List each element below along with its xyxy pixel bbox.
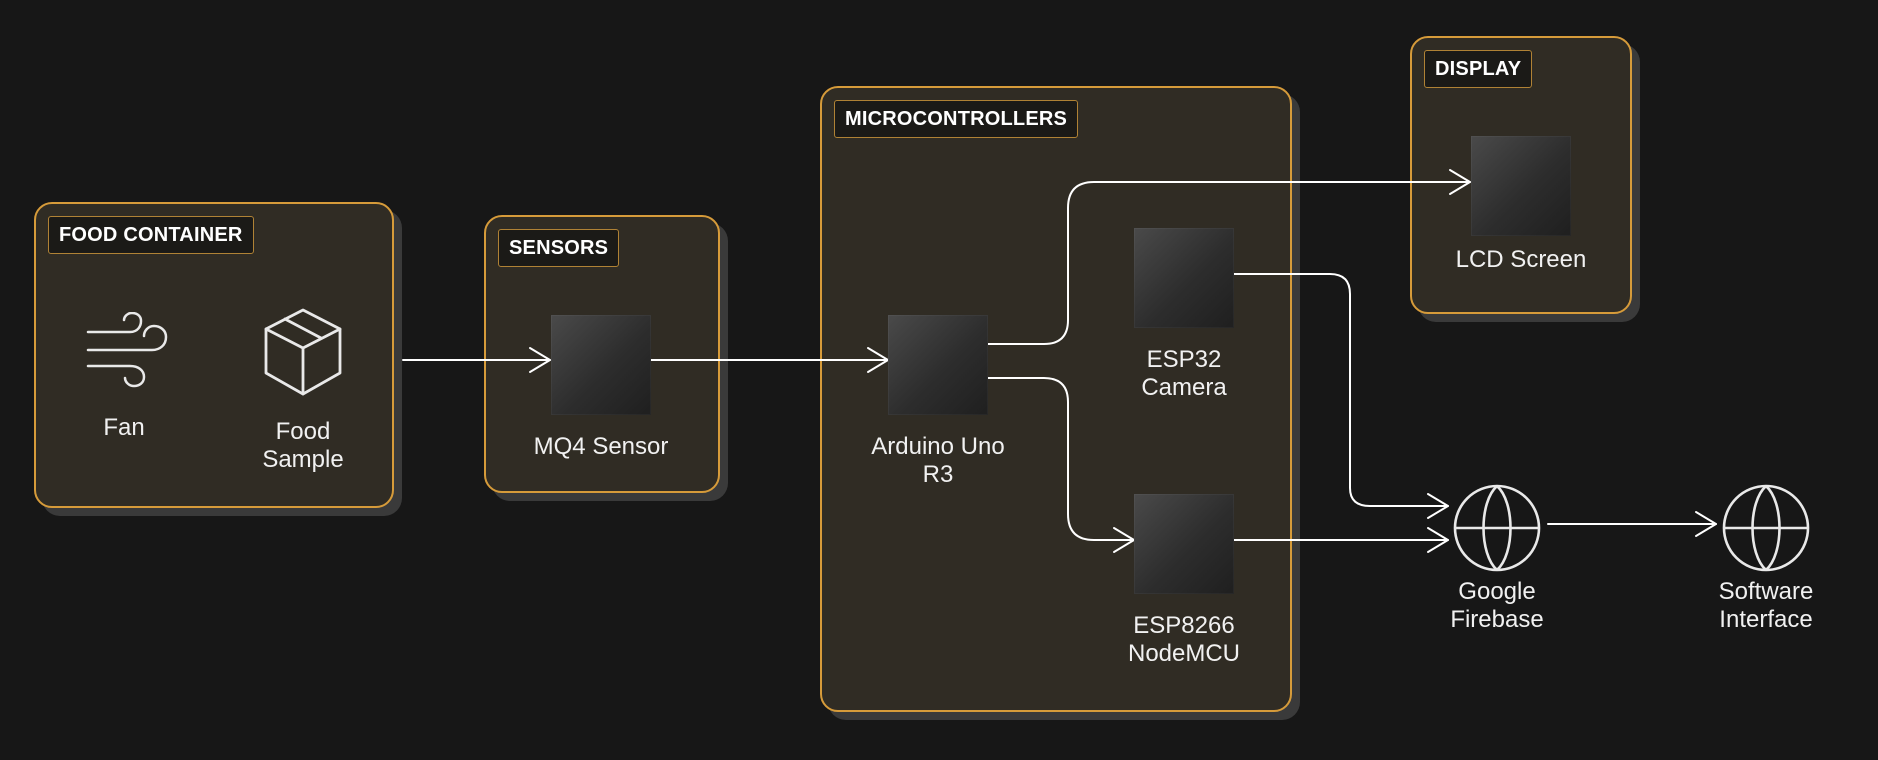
esp8266-icon [1134, 494, 1234, 594]
node-label-lcd-screen: LCD Screen [1455, 246, 1587, 273]
node-lcd-screen[interactable]: LCD Screen [1421, 136, 1621, 274]
node-label-fan: Fan [103, 414, 145, 441]
node-esp8266[interactable]: ESP8266 NodeMCU [1084, 494, 1284, 668]
box-icon [264, 308, 342, 396]
wind-icon [86, 312, 168, 388]
node-label-mq4-sensor: MQ4 Sensor [533, 433, 669, 460]
group-label-microcontrollers: MICROCONTROLLERS [834, 100, 1079, 138]
lcd-screen-icon [1471, 136, 1571, 236]
group-food-container: FOOD CONTAINER [34, 202, 394, 508]
group-label-food-container: FOOD CONTAINER [48, 216, 254, 254]
group-label-sensors: SENSORS [498, 229, 620, 267]
node-mq4-sensor[interactable]: MQ4 Sensor [501, 315, 701, 461]
node-esp32-camera[interactable]: ESP32 Camera [1084, 228, 1284, 402]
mq4-sensor-icon [551, 315, 651, 415]
node-label-food-sample: Food Sample [262, 418, 344, 473]
group-label-display: DISPLAY [1424, 50, 1533, 88]
node-label-arduino-uno: Arduino Uno R3 [871, 433, 1005, 488]
node-label-esp32-camera: ESP32 Camera [1141, 346, 1227, 401]
node-fan[interactable]: Fan [39, 312, 209, 442]
globe-icon [1453, 484, 1541, 572]
node-food-sample[interactable]: Food Sample [218, 306, 388, 474]
esp32-camera-icon [1134, 228, 1234, 328]
arduino-uno-icon [888, 315, 988, 415]
globe-icon [1722, 484, 1810, 572]
node-google-firebase[interactable]: Google Firebase [1412, 484, 1582, 634]
node-label-software-interface: Software Interface [1718, 578, 1814, 633]
node-label-esp8266: ESP8266 NodeMCU [1127, 612, 1241, 667]
node-label-google-firebase: Google Firebase [1450, 578, 1544, 633]
node-arduino-uno[interactable]: Arduino Uno R3 [838, 315, 1038, 489]
node-software-interface[interactable]: Software Interface [1681, 484, 1851, 634]
